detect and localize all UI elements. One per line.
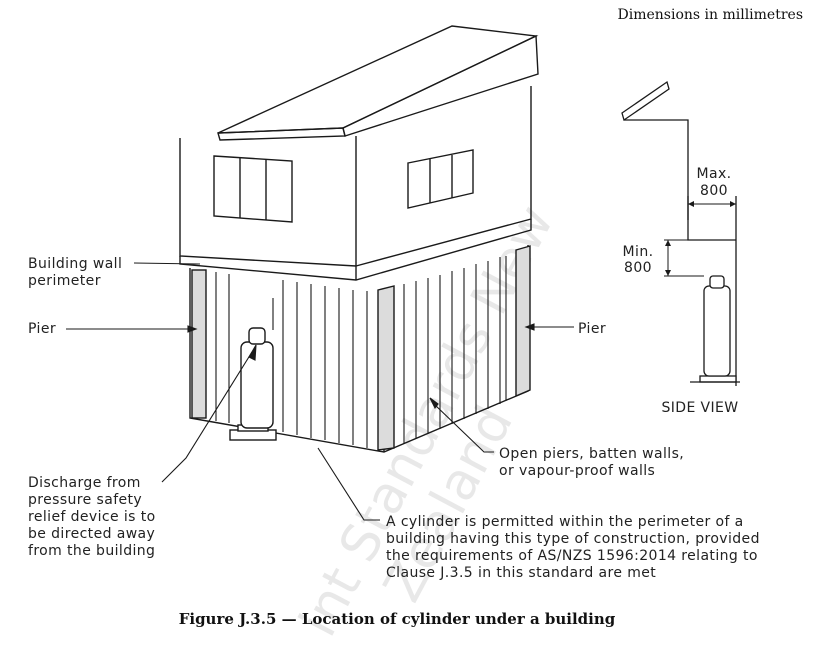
label-discharge-3: relief device is to <box>28 509 156 525</box>
label-cylinder-note-1: A cylinder is permitted within the perim… <box>386 514 744 530</box>
side-max-value: 800 <box>700 183 728 199</box>
roof-fascia <box>342 34 539 137</box>
label-pier-right: Pier <box>578 321 606 337</box>
cylinder-body <box>240 341 274 429</box>
label-discharge-5: from the building <box>28 543 155 559</box>
label-building-wall-2: perimeter <box>28 273 101 289</box>
roof-eave-front <box>217 127 346 141</box>
pier-corner <box>377 285 395 451</box>
label-discharge-4: be directed away <box>28 526 155 542</box>
side-view <box>621 80 740 386</box>
battens-right <box>403 256 507 444</box>
side-cylinder-valve <box>709 275 725 289</box>
roof-main <box>217 25 539 134</box>
pier-left-front <box>191 269 207 419</box>
figure-caption: Figure J.3.5 — Location of cylinder unde… <box>179 610 616 628</box>
dimensions-note: Dimensions in millimetres <box>618 7 804 23</box>
side-view-title: SIDE VIEW <box>661 400 738 416</box>
gas-cylinder <box>229 298 277 441</box>
cylinder-valve <box>248 327 266 345</box>
label-cylinder-note-4: Clause J.3.5 in this standard are met <box>386 565 656 581</box>
label-cylinder-note-2: building having this type of constructio… <box>386 531 760 547</box>
side-min-label: Min. <box>623 244 654 260</box>
pier-right <box>515 245 531 398</box>
label-discharge-1: Discharge from <box>28 475 141 491</box>
label-building-wall-1: Building wall <box>28 256 122 272</box>
window-left <box>213 155 293 223</box>
side-roof <box>621 80 670 122</box>
label-cylinder-note-3: the requirements of AS/NZS 1596:2014 rel… <box>386 548 758 564</box>
label-discharge-2: pressure safety <box>28 492 142 508</box>
building-illustration <box>179 25 539 453</box>
side-min-value: 800 <box>624 260 652 276</box>
side-cylinder-body <box>703 285 731 377</box>
side-max-label: Max. <box>697 166 732 182</box>
label-pier-left: Pier <box>28 321 56 337</box>
label-open-piers-1: Open piers, batten walls, <box>499 446 684 462</box>
battens-left <box>215 272 368 448</box>
label-open-piers-2: or vapour-proof walls <box>499 463 655 479</box>
leader-lines <box>66 262 574 521</box>
upper-wall-left <box>179 138 357 267</box>
window-right <box>407 149 474 209</box>
